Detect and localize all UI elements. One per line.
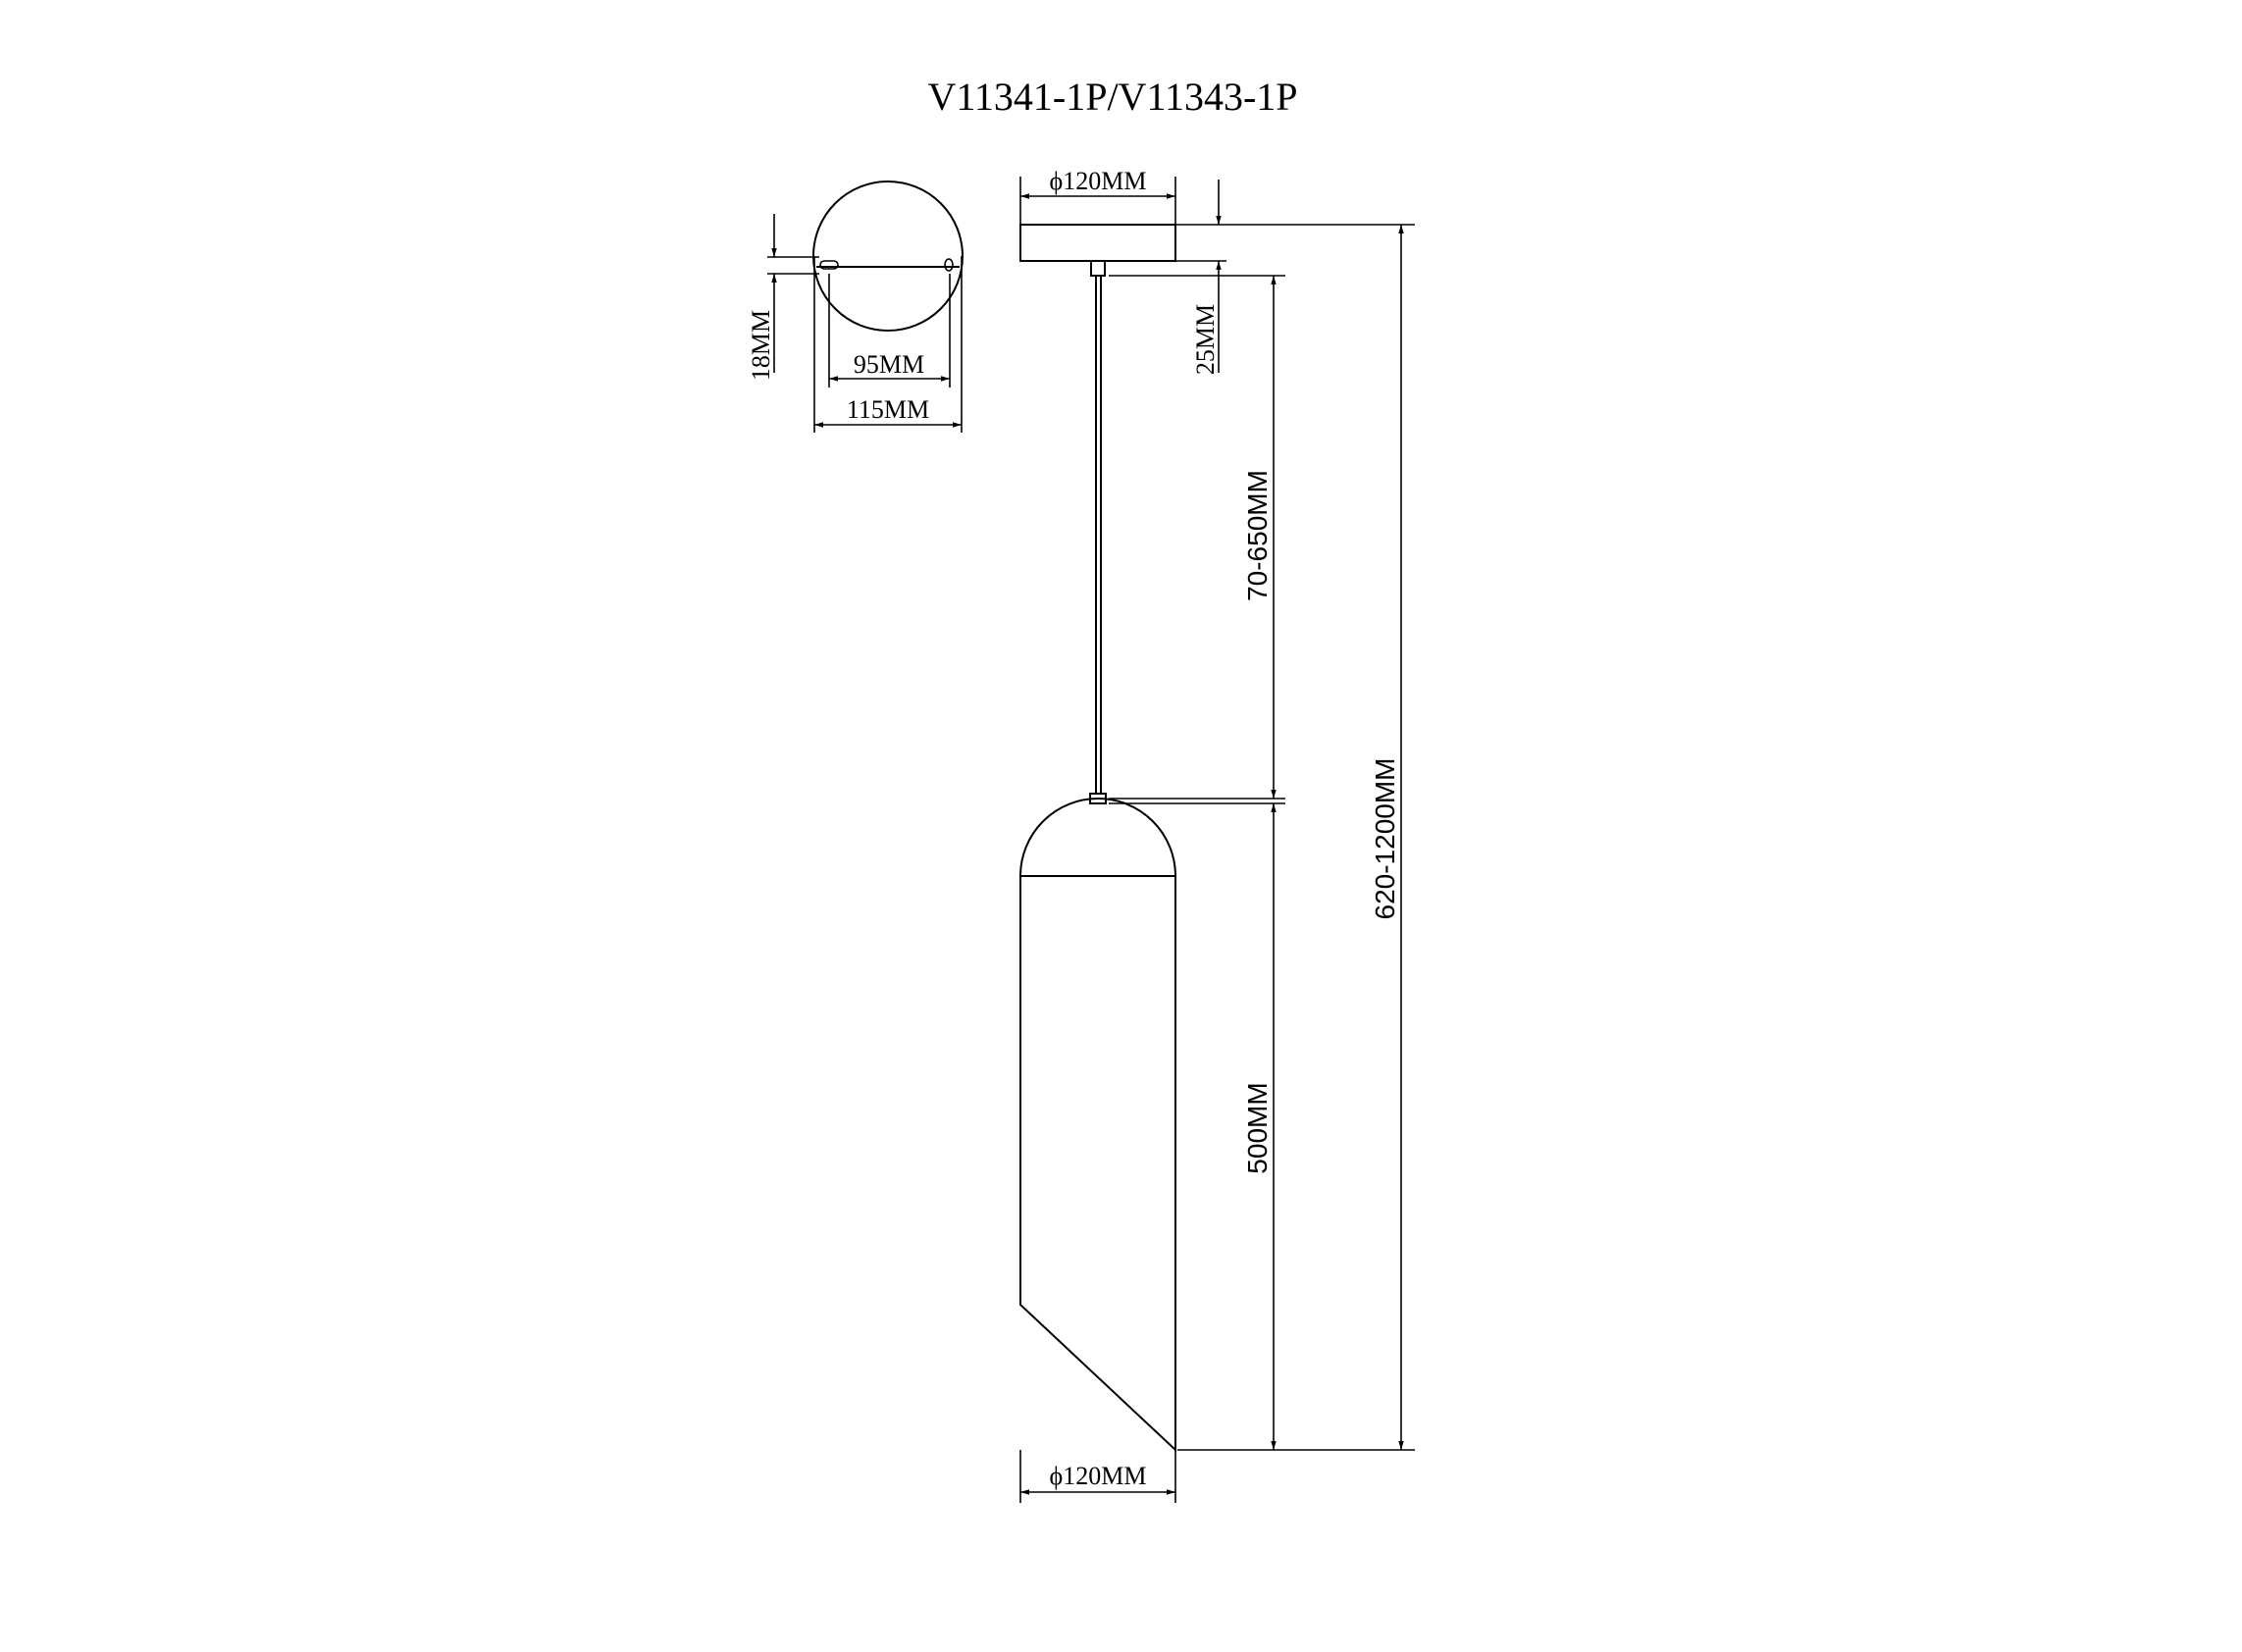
canopy-side <box>1019 224 1176 262</box>
cable-grip-top <box>1090 260 1106 277</box>
cable-length-label: 70-650MM <box>1242 470 1273 601</box>
mount-slot-right <box>944 258 954 272</box>
canopy-height-label: 25MM <box>1191 304 1220 375</box>
shade-height-label: 500MM <box>1242 1082 1273 1173</box>
pendant-side-view: ϕ120MM 25MM 70-650MM 500MM 620-1200MM ϕ1… <box>1019 167 1415 1503</box>
total-height-label: 620-1200MM <box>1370 758 1400 920</box>
drawing-title: V11341-1P/V11343-1P <box>927 75 1297 119</box>
shade-diameter-label: ϕ120MM <box>1050 1462 1147 1490</box>
bracket-offset-label: 18MM <box>747 310 775 381</box>
canopy-circle <box>812 181 964 332</box>
mount-slot-left <box>819 260 839 270</box>
canopy-width-label: 115MM <box>847 395 929 424</box>
pendant-shade <box>1019 798 1176 1453</box>
canopy-top-view: 18MM 95MM 115MM <box>747 181 964 433</box>
canopy-diameter-label: ϕ120MM <box>1050 167 1147 195</box>
mount-spacing-label: 95MM <box>854 350 924 379</box>
